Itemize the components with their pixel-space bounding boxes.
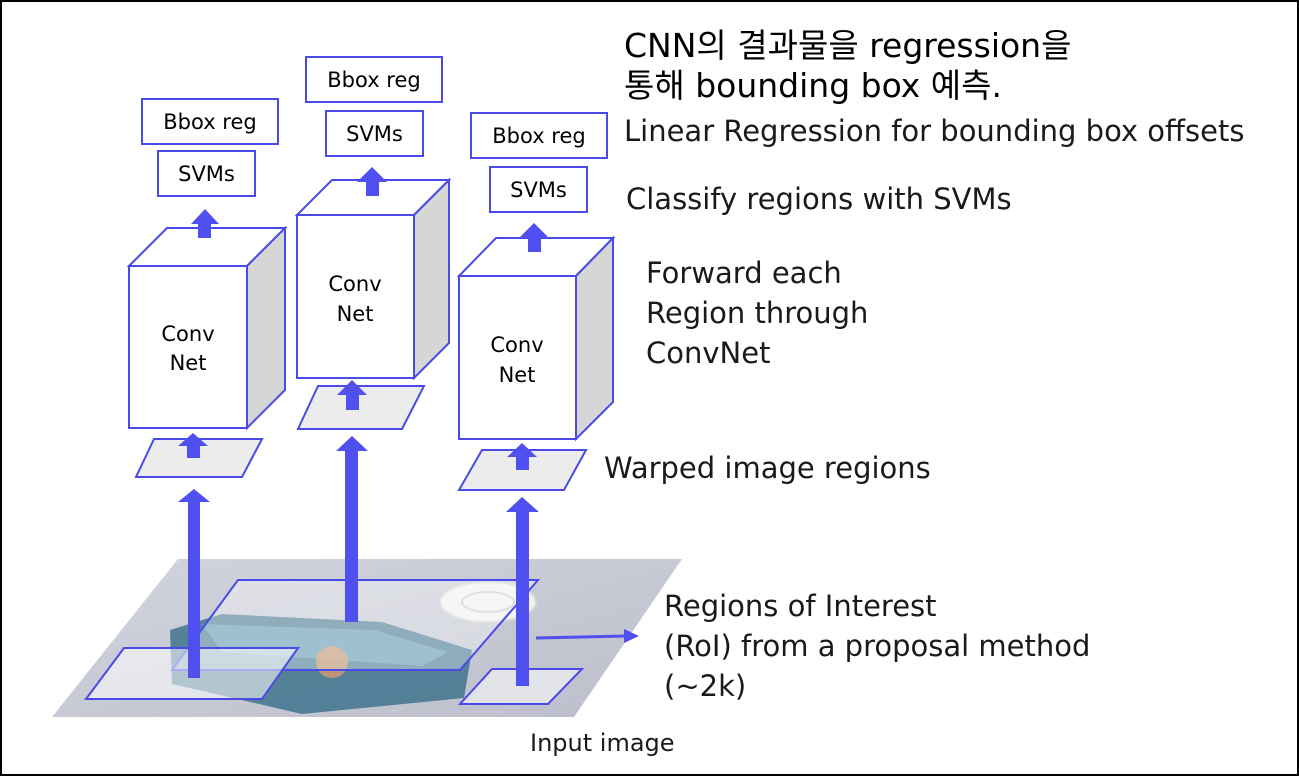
annotation-linear-regression: Linear Regression for bounding box offse… [624, 114, 1245, 148]
roi-pointer-arrow [535, 629, 639, 643]
slide-title-line-1: CNN의 결과물을 regression을 [624, 26, 1072, 65]
pipeline-right: Conv Net SVMs Bbox reg [456, 112, 616, 491]
region-arrows [178, 436, 539, 686]
svm-box-middle [325, 110, 424, 157]
svm-label-left: SVMs [178, 162, 235, 186]
annotation-forward-line-3: ConvNet [646, 336, 771, 370]
svm-label-right: SVMs [510, 178, 567, 202]
slide-title: CNN의 결과물을 regression을 통해 bounding box 예측… [624, 26, 1071, 106]
region-arrow-left [178, 489, 210, 678]
pipeline-left: Conv Net SVMs Bbox reg [126, 98, 288, 478]
annotation-roi-line-3: (~2k) [664, 669, 747, 703]
annotation-input-image: Input image [530, 729, 675, 757]
annotation-regions-of-interest: Regions of Interest (RoI) from a proposa… [664, 586, 1090, 706]
svm-box-left [157, 150, 256, 197]
convnet-right-label-2: Net [499, 363, 536, 387]
region-arrow-middle [336, 436, 368, 622]
photo-object-plate-inner [461, 591, 515, 613]
annotation-forward-line-2: Region through [646, 296, 869, 330]
convnet-cube-right-front [458, 275, 577, 440]
pipeline-middle: Conv Net SVMs Bbox reg [294, 56, 452, 430]
convnet-middle-label-2: Net [337, 302, 374, 326]
annotation-forward-convnet: Forward each Region through ConvNet [646, 253, 868, 373]
roi-box-right [457, 668, 585, 705]
annotation-roi-line-1: Regions of Interest [664, 589, 937, 623]
convnet-middle-label-1: Conv [328, 272, 381, 296]
slide-title-line-2: 통해 bounding box 예측. [624, 66, 1002, 105]
arrow-warp-to-convnet-middle [337, 380, 367, 410]
photo-object-book-highlight [202, 624, 448, 666]
convnet-right-label-1: Conv [490, 333, 543, 357]
bbox-reg-box-middle [305, 56, 443, 103]
bbox-reg-box-left [141, 98, 279, 145]
arrow-convnet-to-svm-right [519, 223, 549, 252]
region-arrow-right [506, 497, 539, 686]
svm-box-right [489, 166, 588, 213]
annotation-warped-regions: Warped image regions [604, 451, 931, 485]
arrow-warp-to-convnet-right [507, 443, 537, 470]
warped-region-middle [296, 385, 426, 430]
bbox-reg-label-left: Bbox reg [163, 110, 256, 134]
arrow-convnet-to-svm-left [191, 209, 219, 238]
annotation-roi-line-2: (RoI) from a proposal method [664, 629, 1091, 663]
bbox-reg-label-right: Bbox reg [492, 124, 585, 148]
arrow-warp-to-convnet-left [178, 433, 208, 458]
arrow-convnet-to-svm-middle [357, 167, 387, 196]
convnet-cube-middle-front [296, 214, 415, 379]
convnet-cube-middle-side [413, 177, 450, 381]
convnet-cube-left-front [128, 265, 248, 429]
bbox-reg-box-right [470, 112, 608, 159]
annotation-classify-svms: Classify regions with SVMs [626, 182, 1012, 216]
convnet-left-label-1: Conv [161, 322, 214, 346]
convnet-left-label-2: Net [170, 351, 207, 375]
bbox-reg-label-middle: Bbox reg [327, 68, 420, 92]
svm-label-middle: SVMs [346, 122, 403, 146]
photo-object-plate [439, 581, 537, 623]
annotation-forward-line-1: Forward each [646, 256, 842, 290]
